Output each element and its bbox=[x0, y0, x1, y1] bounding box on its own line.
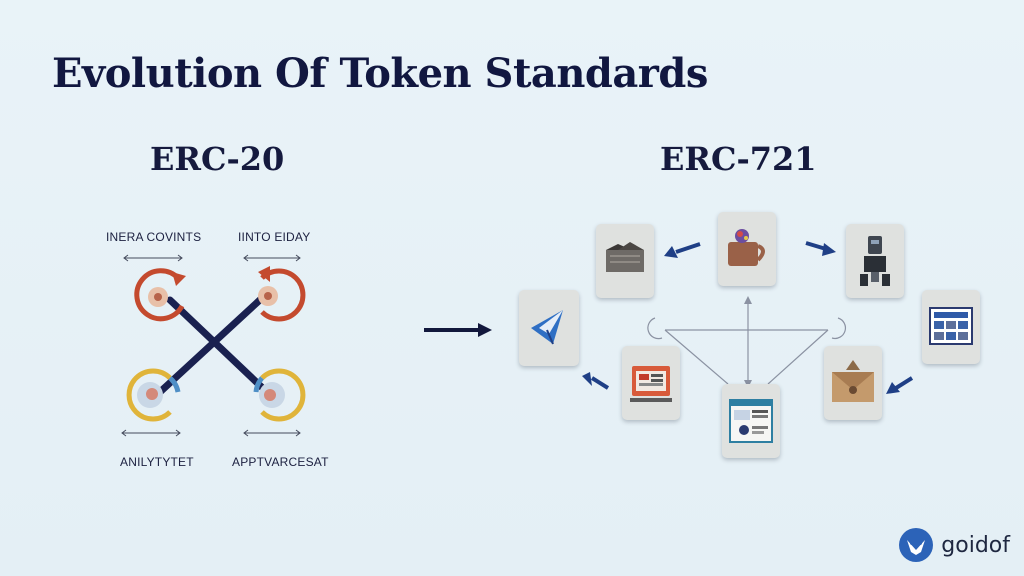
erc721-heading: ERC-721 bbox=[660, 140, 817, 178]
red-cycle-icon-left bbox=[134, 268, 186, 322]
blue-arrow-icon-1 bbox=[664, 242, 701, 258]
double-arrow-top-left-icon bbox=[123, 254, 183, 262]
robot-icon bbox=[860, 236, 890, 286]
coffee-mug-icon bbox=[728, 229, 765, 266]
paper-plane-icon bbox=[531, 310, 563, 345]
transition-arrow-icon bbox=[424, 323, 492, 337]
erc20-label-bottom-left: ANILYTYTET bbox=[120, 455, 194, 469]
brand-logo: goidof bbox=[899, 528, 1010, 562]
erc721-connector-lines bbox=[647, 300, 847, 385]
monitor-icon bbox=[630, 366, 672, 402]
robot-tile bbox=[846, 224, 904, 298]
brand-name: goidof bbox=[941, 532, 1010, 558]
erc20-heading: ERC-20 bbox=[150, 140, 285, 178]
envelope-icon bbox=[832, 360, 874, 402]
red-cycle-icon-right bbox=[258, 266, 306, 322]
page-title: Evolution Of Token Standards bbox=[52, 50, 708, 97]
erc20-cross-lines bbox=[156, 294, 274, 399]
blue-arrow-icon-2 bbox=[805, 241, 836, 256]
double-arrow-bottom-left-icon bbox=[121, 429, 181, 437]
owl-logo-icon bbox=[899, 528, 934, 562]
yellow-cycle-icon-left bbox=[126, 368, 181, 422]
double-arrow-bottom-right-icon bbox=[243, 429, 301, 437]
envelope-tile bbox=[824, 346, 882, 420]
gallery-tile bbox=[922, 290, 980, 364]
blue-arrow-icon-3 bbox=[582, 372, 610, 390]
double-arrow-top-right-icon bbox=[243, 254, 301, 262]
browser-window-tile bbox=[722, 384, 780, 458]
blue-arrow-icon-4 bbox=[886, 376, 914, 394]
erc20-label-bottom-right: APPTVARCESAT bbox=[232, 455, 329, 469]
wallet-icon bbox=[606, 242, 644, 272]
monitor-tile bbox=[622, 346, 680, 420]
paper-plane-tile bbox=[519, 290, 579, 366]
coffee-mug-tile bbox=[718, 212, 776, 286]
gallery-icon bbox=[929, 307, 973, 345]
yellow-cycle-icon-right bbox=[253, 368, 306, 422]
browser-window-icon bbox=[729, 399, 773, 443]
erc20-label-top-left: INERA COVINTS bbox=[106, 230, 202, 244]
wallet-tile bbox=[596, 224, 654, 298]
erc20-label-top-right: IINTO EIDAY bbox=[238, 230, 311, 244]
